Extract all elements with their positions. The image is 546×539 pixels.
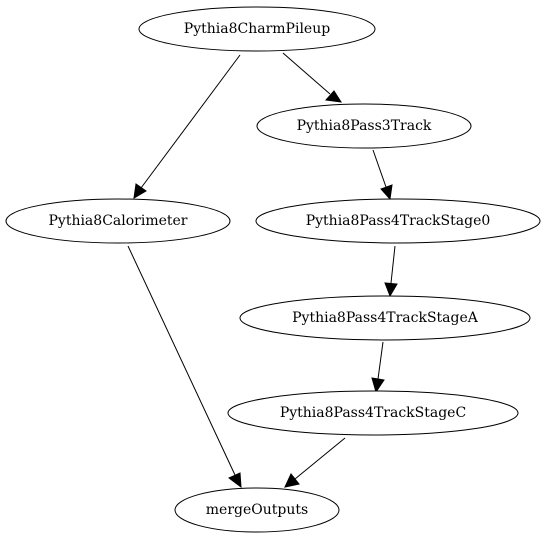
edge-calorimeter-to-merge-outputs [127,245,242,489]
edge-charm-pileup-to-calorimeter [133,54,241,199]
node-pass4-stage-a[interactable]: Pythia8Pass4TrackStageA [239,295,531,341]
node-label: Pythia8Pass3Track [297,118,432,134]
node-pass4-stage-c[interactable]: Pythia8Pass4TrackStageC [227,390,519,436]
node-label: mergeOutputs [206,502,308,518]
edge-pass3-track-to-pass4-stage0 [372,149,393,201]
node-pass4-stage0[interactable]: Pythia8Pass4TrackStage0 [255,198,541,244]
node-label: Pythia8CharmPileup [184,21,330,37]
edge-pass4-stage0-to-pass4-stage-a [384,245,398,298]
node-label: Pythia8Calorimeter [48,213,187,229]
node-merge-outputs[interactable]: mergeOutputs [174,487,340,533]
node-charm-pileup[interactable]: Pythia8CharmPileup [138,6,376,52]
edge-pass4-stage-a-to-pass4-stage-c [371,341,385,394]
edge-pass4-stage-c-to-merge-outputs [284,437,346,488]
node-label: Pythia8Pass4TrackStageC [280,405,466,421]
edge-charm-pileup-to-pass3-track [282,52,342,103]
node-calorimeter[interactable]: Pythia8Calorimeter [5,198,231,244]
node-label: Pythia8Pass4TrackStage0 [306,213,491,229]
node-pass3-track[interactable]: Pythia8Pass3Track [256,103,472,149]
node-label: Pythia8Pass4TrackStageA [292,310,479,326]
